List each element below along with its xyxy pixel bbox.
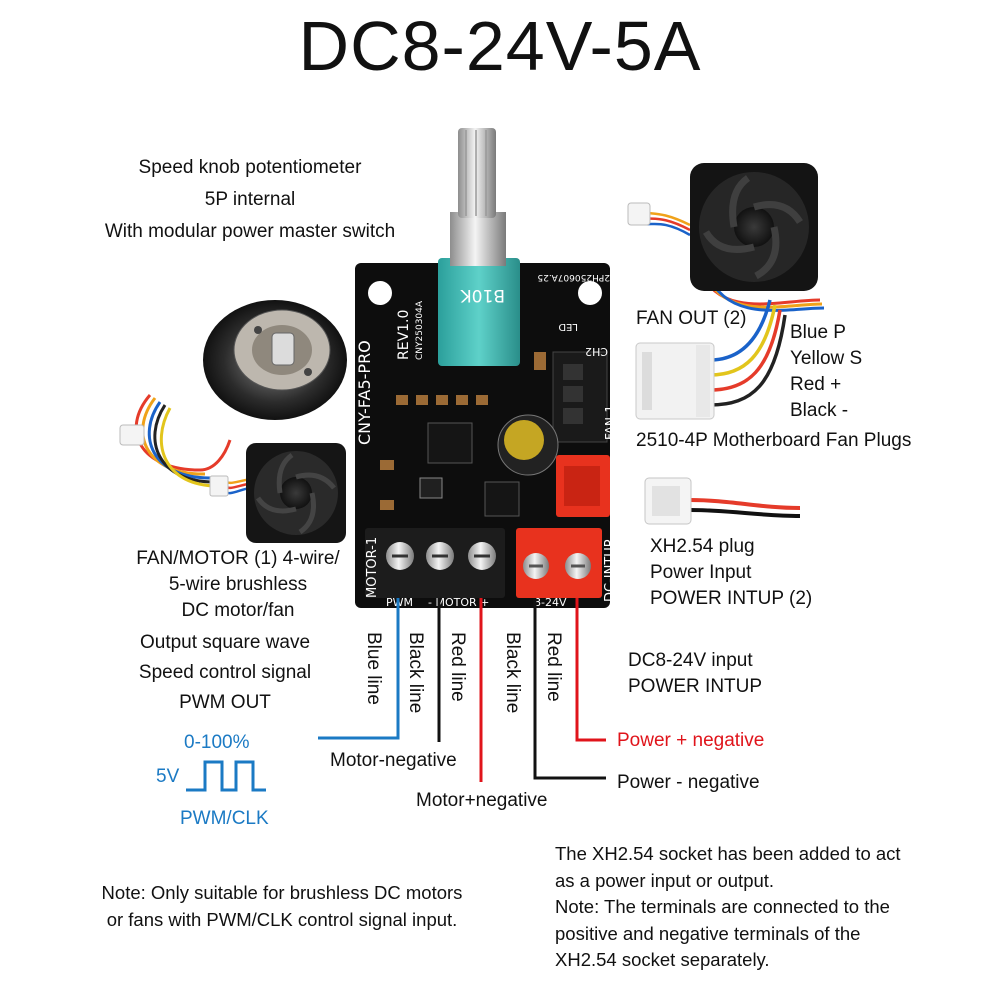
knob-line-3: With modular power master switch — [104, 221, 396, 242]
fan-color-black: Black - — [790, 400, 849, 421]
dc-input-callout: DC8-24V input POWER INTUP — [628, 648, 762, 700]
note-right-line-2: as a power input or output. — [555, 869, 775, 891]
dc-input-line-1: DC8-24V input — [628, 650, 753, 671]
pwm-line-1: Output square wave — [139, 632, 311, 653]
board-code-text: CNY250304A — [415, 300, 425, 360]
board-model-text: CNY-FA5-PRO — [355, 340, 374, 445]
motor-positive-label: Motor+negative — [416, 790, 548, 811]
fan-top-right-image — [627, 163, 825, 312]
wire-black-power — [533, 598, 606, 780]
page-title: DC8-24V-5A — [298, 7, 702, 85]
board-batch-text: 2PH250607A.25 — [537, 272, 610, 282]
fan-color-yellow: Yellow S — [790, 348, 863, 369]
fan-out-label: FAN OUT (2) — [636, 308, 747, 329]
note-right-line-3: Note: The terminals are connected to the — [555, 896, 890, 917]
motor-negative-label: Motor-negative — [330, 750, 457, 771]
wave-volt-label: 5V — [156, 766, 180, 787]
motor-header-text: MOTOR-1 — [365, 537, 380, 598]
led-text: LED — [558, 321, 578, 332]
wire-label-black-1: Black line — [405, 632, 426, 714]
knob-line-2: 5P internal — [204, 189, 296, 210]
wire-red-power — [575, 598, 606, 742]
xh-line-1: XH2.54 plug — [650, 536, 755, 557]
wire-blue-pwm — [318, 598, 400, 740]
xh-line-3: POWER INTUP (2) — [650, 588, 813, 609]
brushless-motor-image — [119, 300, 347, 488]
fan-header-text: FAN-1 — [603, 405, 617, 440]
pwm-waveform — [186, 760, 266, 792]
wire-label-red-2: Red line — [543, 632, 564, 702]
wire-label-blue: Blue line — [363, 632, 384, 705]
dc-pins-text: 8-24V — [534, 596, 567, 609]
note-right-line-4: positive and negative terminals of the — [555, 922, 861, 944]
motor-line-3: DC motor/fan — [181, 600, 295, 621]
xh254-plug-image — [644, 477, 801, 525]
knob-line-1: Speed knob potentiometer — [138, 157, 362, 178]
fan-plug-label: 2510-4P Motherboard Fan Plugs — [636, 430, 912, 451]
wire-lines — [318, 598, 606, 782]
note-right: The XH2.54 socket has been added to act … — [555, 841, 985, 974]
pwm-line-3: PWM OUT — [179, 692, 271, 713]
note-right-line-1: The XH2.54 socket has been added to act — [555, 843, 901, 864]
wire-label-red-1: Red line — [447, 632, 468, 702]
motor-pins-text: - MOTOR + — [428, 596, 489, 609]
motor-line-1: FAN/MOTOR (1) 4-wire/ — [136, 548, 340, 569]
note-left-line-2: or fans with PWM/CLK control signal inpu… — [106, 908, 458, 930]
dc-header-text: DC-INTUP — [603, 539, 618, 602]
wave-range-label: 0-100% — [184, 732, 250, 753]
board-rev-text: REV1.0 — [396, 310, 412, 360]
note-left-line-1: Note: Only suitable for brushless DC mot… — [101, 882, 463, 903]
ch2-text: CH2 — [585, 345, 608, 358]
pwm-line-2: Speed control signal — [138, 662, 312, 683]
wire-label-black-2: Black line — [502, 632, 523, 714]
xh-line-2: Power Input — [650, 562, 752, 583]
pwm-callout: Output square wave Speed control signal … — [100, 628, 350, 718]
fan-plug-image — [635, 299, 787, 420]
motor-line-2: 5-wire brushless — [168, 574, 308, 595]
fan-color-red: Red + — [790, 374, 842, 395]
fan-color-blue: Blue P — [790, 322, 846, 343]
small-fan-left-image — [209, 443, 346, 543]
power-positive-label: Power + negative — [617, 730, 765, 751]
note-right-line-5: XH2.54 socket separately. — [555, 949, 770, 970]
pcb-board: CNY-FA5-PRO REV1.0 CNY250304A B10K 2PH25… — [355, 128, 618, 609]
pwm-pin-text: PWM — [386, 596, 413, 609]
wave-name-label: PWM/CLK — [180, 808, 269, 829]
fan-wire-colors: Blue P Yellow S Red + Black - — [790, 320, 862, 424]
power-negative-label: Power - negative — [617, 772, 760, 793]
note-left: Note: Only suitable for brushless DC mot… — [62, 880, 502, 933]
pot-value-text: B10K — [460, 285, 505, 305]
motor-callout: FAN/MOTOR (1) 4-wire/ 5-wire brushless D… — [108, 546, 368, 624]
xh-callout: XH2.54 plug Power Input POWER INTUP (2) — [650, 534, 812, 612]
dc-input-line-2: POWER INTUP — [628, 676, 763, 697]
knob-callout: Speed knob potentiometer 5P internal Wit… — [70, 152, 430, 248]
